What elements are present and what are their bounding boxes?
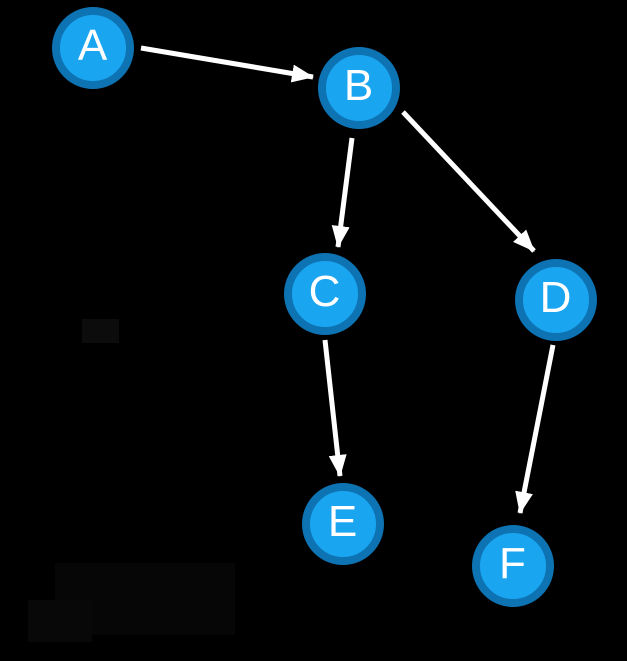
graph-node-label: D xyxy=(539,273,573,322)
graph-node-label: C xyxy=(308,267,342,316)
graph-edge-A-B xyxy=(140,45,314,83)
graph-node-F[interactable]: F xyxy=(472,525,554,607)
graph-edge-B-D xyxy=(401,110,536,253)
graph-node-A[interactable]: A xyxy=(52,7,134,89)
graph-node-label: B xyxy=(343,61,375,110)
graph-node-E[interactable]: E xyxy=(302,483,384,565)
graph-edge-C-E xyxy=(322,339,347,477)
graph-edge-B-C xyxy=(331,137,355,248)
graph-node-label: A xyxy=(77,21,109,70)
graph-node-label: F xyxy=(499,539,527,588)
graph-node-B[interactable]: B xyxy=(318,47,400,129)
graph-node-C[interactable]: C xyxy=(284,253,366,335)
graph-node-D[interactable]: D xyxy=(515,259,597,341)
graph-node-label: E xyxy=(327,497,359,546)
graph-edge-D-F xyxy=(515,344,556,514)
